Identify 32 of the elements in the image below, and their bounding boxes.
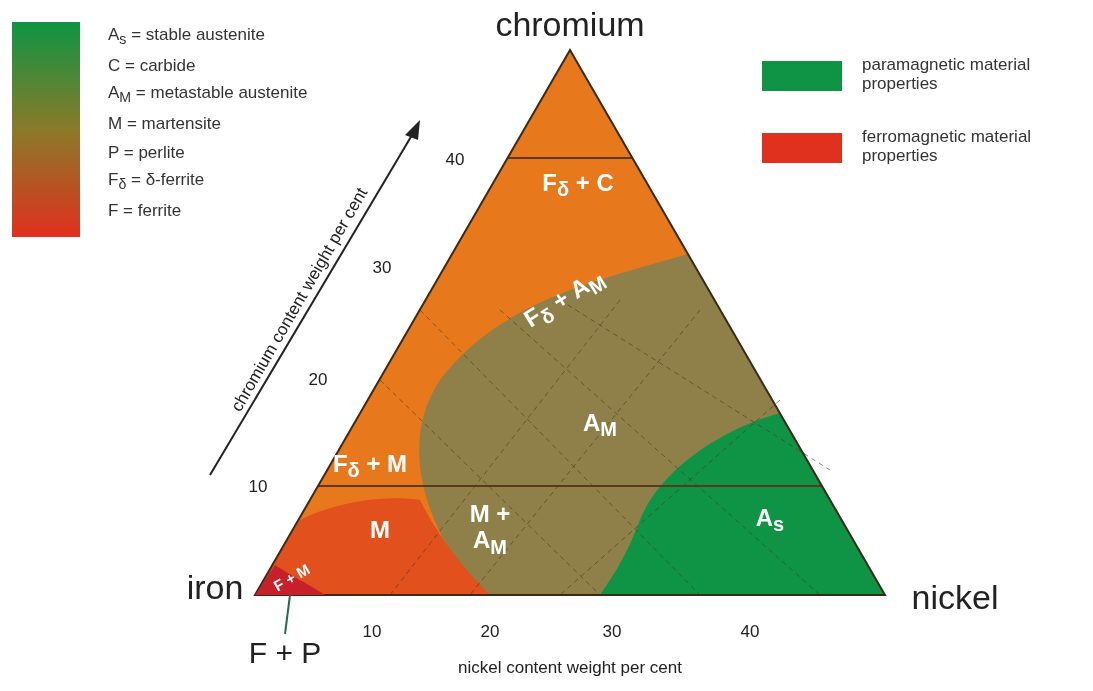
legend-text: M = martensite	[108, 114, 221, 134]
region-label: F + P	[248, 635, 322, 669]
tick-label: 10	[362, 622, 382, 642]
legend-text: ferromagnetic material properties	[862, 128, 1033, 166]
tick-label: 30	[602, 622, 622, 642]
region-label: F + M	[271, 561, 313, 595]
gradient-bar	[12, 22, 80, 237]
tick-label: 20	[480, 622, 500, 642]
legend-text: paramagnetic material properties	[862, 56, 1032, 94]
legend-text: F = ferrite	[108, 201, 182, 221]
legend-text: F$_{δ}$ = δ-ferrite	[108, 171, 205, 193]
legend-text: C = carbide	[108, 56, 196, 76]
region-label: M + A$_{M}$	[468, 501, 512, 559]
region-label: A$_{s}$	[755, 504, 785, 536]
tick-label: 20	[308, 370, 328, 390]
tick-label: 30	[372, 258, 392, 278]
region-label: M	[370, 516, 390, 544]
axis-title: nickel content weight per cent	[458, 658, 682, 678]
legend-text: A$_{s}$ = stable austenite	[108, 26, 265, 48]
corner-label: nickel	[911, 579, 999, 617]
region-label: F$_{δ}$ + C	[542, 169, 614, 201]
region-label: F$_{δ}$ + M	[332, 450, 408, 482]
region-label: A$_{M}$	[583, 409, 617, 441]
corner-label: iron	[186, 569, 244, 607]
legend-text: A$_{M}$ = metastable austenite	[108, 84, 308, 106]
ferrite-perlite-region	[255, 565, 325, 595]
tick-label: 10	[248, 477, 268, 497]
legend-text: P = perlite	[108, 143, 185, 163]
tick-label: 40	[445, 150, 465, 170]
leader-line	[284, 594, 291, 635]
axis-title: chromium	[495, 6, 645, 44]
tick-label: 40	[740, 622, 760, 642]
